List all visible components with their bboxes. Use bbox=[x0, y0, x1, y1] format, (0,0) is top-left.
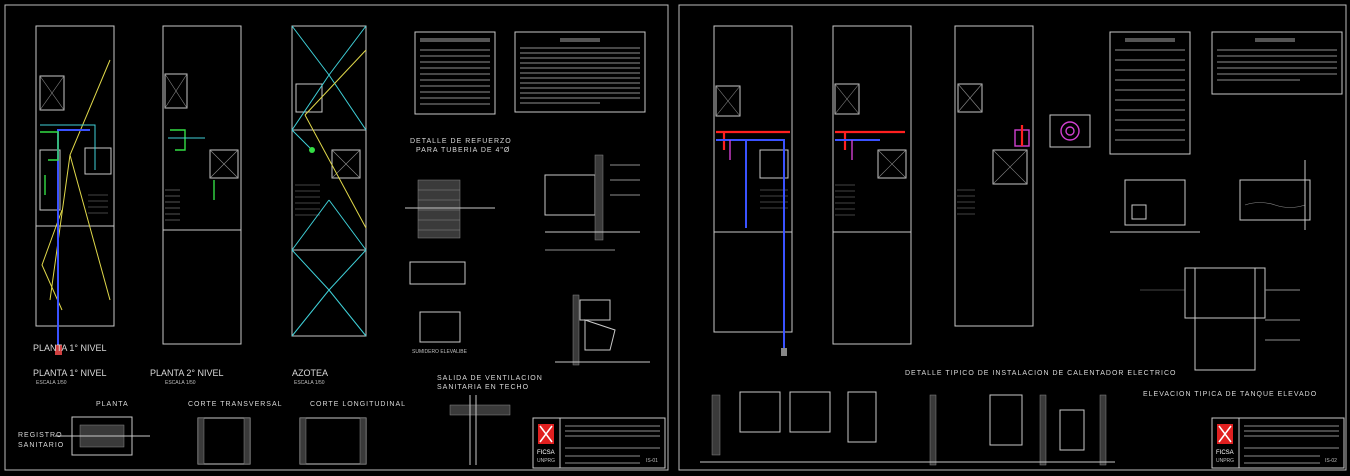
ventilation-subtitle: SANITARIA EN TECHO bbox=[437, 384, 529, 391]
water-plan-first-floor bbox=[713, 25, 793, 356]
tank-title: ELEVACION TIPICA DE TANQUE ELEVADO bbox=[1143, 391, 1317, 398]
heater-details bbox=[700, 391, 1115, 466]
toilet-detail bbox=[555, 294, 650, 366]
legend-table bbox=[414, 31, 496, 115]
ventilation-title: SALIDA DE VENTILACION bbox=[437, 375, 543, 382]
registro-long-label: CORTE LONGITUDINAL bbox=[310, 401, 406, 408]
notes-block bbox=[514, 31, 646, 113]
plan1-title: PLANTA 1° NIVEL bbox=[33, 343, 106, 353]
sheet-right: ELEVACION TIPICA DE TANQUE ELEVADO DETAL… bbox=[678, 4, 1347, 471]
sheet-number-right: IS-02 bbox=[1325, 458, 1337, 464]
title-block-right bbox=[1211, 417, 1345, 469]
water-plan-roof bbox=[954, 25, 1091, 327]
firm-sub-right: UNPRG bbox=[1216, 458, 1234, 464]
registro-label-1: REGISTRO bbox=[18, 432, 63, 439]
plan1-title-repeat: PLANTA 1° NIVEL bbox=[33, 368, 106, 378]
firm-name-left: FICSA bbox=[537, 450, 555, 456]
reinforcement-subtitle: PARA TUBERIA DE 4"Ø bbox=[416, 147, 510, 154]
water-notes bbox=[1211, 31, 1343, 95]
sink-detail bbox=[544, 154, 640, 251]
plan2-title: PLANTA 2° NIVEL bbox=[150, 368, 223, 378]
plan1-scale: ESCALA 1/50 bbox=[36, 380, 67, 386]
plan-second-floor bbox=[162, 25, 242, 345]
firm-sub-left: UNPRG bbox=[537, 458, 555, 464]
registro-cross-label: CORTE TRANSVERSAL bbox=[188, 401, 283, 408]
tank-detail-top bbox=[1110, 160, 1311, 233]
plan-first-floor bbox=[35, 25, 115, 355]
sheet-number-left: IS-01 bbox=[646, 458, 658, 464]
reinforcement-detail bbox=[405, 179, 495, 343]
plan3-scale: ESCALA 1/50 bbox=[294, 380, 325, 386]
plan-roof bbox=[291, 25, 367, 337]
reinforcement-title: DETALLE DE REFUERZO bbox=[410, 138, 512, 145]
heater-title: DETALLE TIPICO DE INSTALACION DE CALENTA… bbox=[905, 370, 1176, 377]
sheet-left: PLANTA 1° NIVEL PLANTA 1° NIVEL ESCALA 1… bbox=[4, 4, 669, 471]
water-plan-second-floor bbox=[832, 25, 912, 345]
water-legend bbox=[1109, 31, 1191, 155]
wall-detail-title: SUMIDERO ELEVALIBE bbox=[412, 349, 468, 355]
sheet-right-border bbox=[678, 4, 1347, 471]
tank-elevation bbox=[1140, 267, 1300, 371]
registro-drawings bbox=[55, 416, 367, 465]
registro-plan-label: PLANTA bbox=[96, 401, 129, 408]
plan3-title: AZOTEA bbox=[292, 368, 328, 378]
plan2-scale: ESCALA 1/50 bbox=[165, 380, 196, 386]
title-block-left bbox=[532, 417, 666, 469]
registro-label-2: SANITARIO bbox=[18, 442, 64, 449]
ventilation-detail bbox=[449, 395, 511, 465]
sheet-left-border bbox=[4, 4, 669, 471]
firm-name-right: FICSA bbox=[1216, 450, 1234, 456]
